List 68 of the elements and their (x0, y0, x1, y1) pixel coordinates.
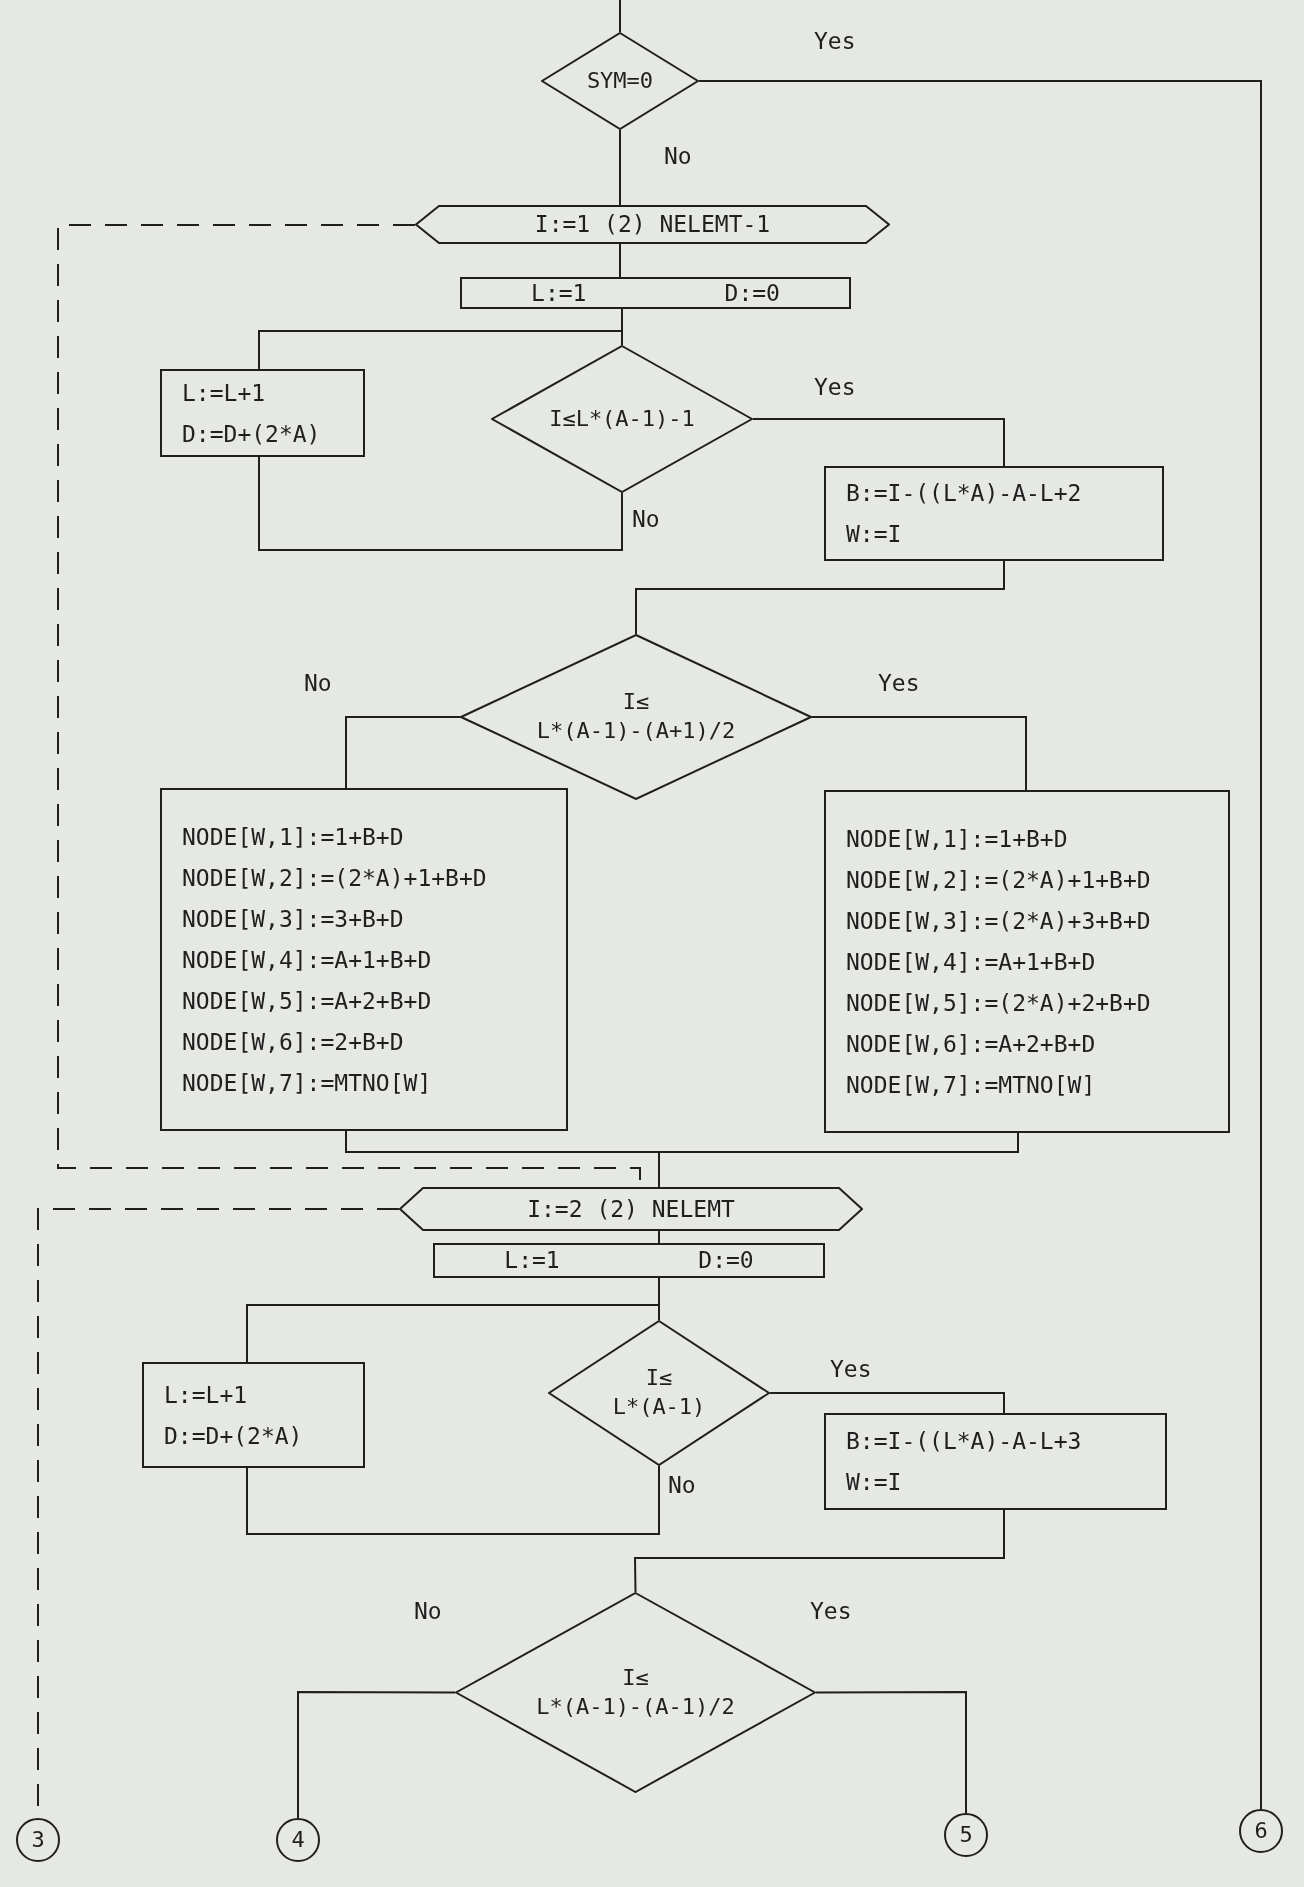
process-box (160, 788, 568, 1131)
flow-line (258, 330, 623, 370)
flow-line (258, 456, 623, 551)
statement-text: NODE[W,2]:=(2*A)+1+B+D (182, 863, 488, 892)
process-box (160, 369, 365, 457)
condition-text: I≤L*(A-1)-1 (549, 404, 695, 433)
connector-number: 5 (959, 1824, 973, 1846)
flow-line (619, 129, 621, 206)
decision-diamond (491, 345, 753, 493)
loop-text: I:=2 (2) NELEMT (527, 1194, 735, 1224)
flow-line (815, 1691, 967, 1814)
connector-number: 4 (291, 1829, 305, 1851)
statement-text: D:=0 (698, 1249, 754, 1272)
statement-text: NODE[W,5]:=A+2+B+D (182, 986, 433, 1015)
statement-text: NODE[W,4]:=A+1+B+D (182, 945, 433, 974)
process-box (824, 1413, 1167, 1510)
process-box (433, 1243, 825, 1278)
statement-text: B:=I-((L*A)-A-L+2 (846, 479, 1083, 507)
flow-line (246, 1465, 660, 1535)
flow-line (752, 418, 1005, 467)
flow-line (619, 243, 621, 278)
flow-line (297, 1691, 456, 1819)
condition-text: I≤ L*(A-1) (612, 1364, 706, 1421)
statement-text: L:=1 (504, 1249, 560, 1272)
condition-text: SYM=0 (586, 66, 654, 95)
loop-text: I:=1 (2) NELEMT-1 (534, 210, 771, 240)
statement-text: NODE[W,6]:=A+2+B+D (846, 1029, 1097, 1058)
statement-text: L:=L+1 (164, 1380, 249, 1409)
statement-text: D:=0 (724, 281, 780, 305)
process-box (824, 466, 1164, 561)
flow-line (634, 1509, 1005, 1593)
statement-text: NODE[W,3]:=(2*A)+3+B+D (846, 906, 1152, 935)
statement-text: NODE[W,6]:=2+B+D (182, 1027, 405, 1056)
statement-text: L:=L+1 (182, 378, 267, 407)
statement-text: D:=D+(2*A) (164, 1421, 304, 1450)
loop-hexagon (399, 1187, 863, 1231)
loop-hexagon (415, 205, 890, 244)
process-box (460, 277, 851, 309)
statement-text: NODE[W,1]:=1+B+D (846, 824, 1069, 853)
statement-text: NODE[W,4]:=A+1+B+D (846, 947, 1097, 976)
flow-line (635, 560, 1005, 635)
statement-text: NODE[W,2]:=(2*A)+1+B+D (846, 865, 1152, 894)
process-box (824, 790, 1230, 1133)
statement-text: W:=I (846, 520, 903, 548)
flow-line (698, 80, 1262, 1810)
flow-line (345, 716, 461, 789)
flow-line (769, 1392, 1005, 1414)
decision-diamond (548, 1320, 770, 1466)
statement-text: D:=D+(2*A) (182, 419, 322, 448)
flow-line (658, 1230, 660, 1244)
statement-text: NODE[W,1]:=1+B+D (182, 822, 405, 851)
connector-number: 3 (31, 1829, 45, 1851)
condition-text: I≤ L*(A-1)-(A+1)/2 (536, 688, 736, 745)
process-box (142, 1362, 365, 1468)
statement-text: NODE[W,7]:=MTNO[W] (846, 1070, 1097, 1099)
flow-line (246, 1304, 660, 1363)
statement-text: NODE[W,5]:=(2*A)+2+B+D (846, 988, 1152, 1017)
decision-diamond (541, 32, 699, 130)
statement-text: B:=I-((L*A)-A-L+3 (846, 1427, 1083, 1455)
condition-text: I≤ L*(A-1)-(A-1)/2 (536, 1663, 735, 1721)
statement-text: NODE[W,7]:=MTNO[W] (182, 1068, 433, 1097)
decision-diamond (460, 634, 812, 800)
connector-number: 6 (1254, 1820, 1268, 1842)
flow-line (811, 716, 1027, 791)
statement-text: L:=1 (531, 281, 587, 305)
statement-text: NODE[W,3]:=3+B+D (182, 904, 405, 933)
flow-line (619, 0, 621, 33)
statement-text: W:=I (846, 1468, 903, 1496)
